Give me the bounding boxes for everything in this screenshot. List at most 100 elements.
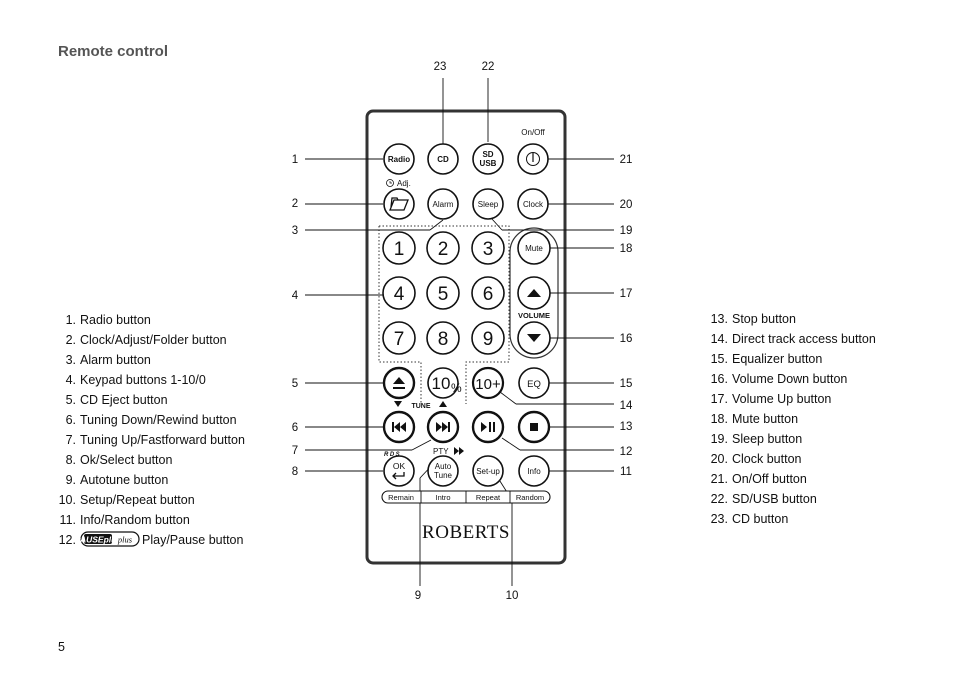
callout-lines	[305, 78, 614, 586]
key-3-button[interactable]: 3	[471, 231, 505, 265]
stop-button[interactable]	[517, 410, 551, 444]
eject-icon	[393, 377, 405, 389]
callout-22: 22	[482, 61, 495, 73]
callout-16: 16	[620, 333, 633, 345]
callout-10: 10	[506, 590, 519, 602]
power-button[interactable]	[517, 143, 549, 175]
ok-select-button[interactable]: OK	[383, 455, 415, 487]
callout-4: 4	[292, 290, 299, 302]
callout-13: 13	[620, 421, 633, 433]
callout-6: 6	[292, 422, 298, 434]
svg-text:2: 2	[438, 239, 449, 260]
svg-text:Auto: Auto	[435, 462, 452, 471]
callout-3: 3	[292, 225, 298, 237]
folder-icon	[389, 197, 409, 211]
stop-icon	[530, 423, 538, 431]
svg-text:SD: SD	[482, 150, 493, 159]
svg-text:Info: Info	[527, 467, 541, 476]
list-item: 3.Alarm button	[65, 353, 151, 367]
svg-text:Sleep: Sleep	[478, 200, 499, 209]
remain-label: Remain	[388, 493, 414, 502]
keypad-outline	[378, 225, 510, 404]
clock-button[interactable]: Clock	[517, 188, 549, 220]
svg-text:%: %	[451, 381, 462, 395]
volume-up-button[interactable]	[517, 276, 551, 310]
fastforward-button[interactable]	[426, 410, 460, 444]
list-item: 16.Volume Down button	[710, 372, 848, 386]
triangle-down-icon	[527, 334, 541, 342]
rds-label: RDS	[384, 452, 401, 458]
svg-text:10+: 10+	[475, 376, 501, 393]
list-item: 9.Autotune button	[65, 473, 169, 487]
key-1-button[interactable]: 1	[382, 231, 416, 265]
clock-adjust-folder-button[interactable]	[383, 188, 415, 220]
callout-21: 21	[620, 154, 633, 166]
direct-track-access-button[interactable]: 10+	[471, 366, 505, 400]
list-item: 18.Mute button	[710, 412, 799, 426]
fast-forward-arrows-icon	[454, 447, 464, 455]
svg-text:7: 7	[394, 329, 405, 350]
tune-down-arrow-icon	[394, 401, 402, 407]
key-8-button[interactable]: 8	[426, 321, 460, 355]
repeat-label: Repeat	[476, 493, 501, 502]
alarm-button[interactable]: Alarm	[427, 188, 459, 220]
random-label: Random	[516, 493, 544, 502]
triangle-up-icon	[527, 289, 541, 297]
callout-17: 17	[620, 288, 633, 300]
pause-plus-logo: PAUSEplusplus	[80, 531, 140, 547]
autotune-button[interactable]: Auto Tune	[427, 455, 459, 487]
mute-button[interactable]: Mute	[517, 231, 551, 265]
svg-text:EQ: EQ	[527, 379, 541, 390]
list-item: 7.Tuning Up/Fastforward button	[65, 433, 245, 447]
svg-text:Tune: Tune	[434, 471, 452, 480]
function-label-bar: Remain Intro Repeat Random	[381, 490, 551, 504]
cd-eject-button[interactable]	[382, 366, 416, 400]
key-2-button[interactable]: 2	[426, 231, 460, 265]
play-pause-icon	[481, 422, 495, 432]
rewind-button[interactable]	[382, 410, 416, 444]
callout-15: 15	[620, 378, 633, 390]
svg-text:6: 6	[483, 284, 494, 305]
equalizer-button[interactable]: EQ	[518, 367, 550, 399]
play-pause-button[interactable]	[471, 410, 505, 444]
page-title: Remote control	[58, 43, 169, 60]
callout-19: 19	[620, 225, 633, 237]
callout-9: 9	[415, 590, 421, 602]
setup-repeat-button[interactable]: Set-up	[472, 455, 504, 487]
sd-usb-button[interactable]: SD USB	[472, 143, 504, 175]
on-off-label: On/Off	[521, 128, 545, 137]
key-10-button[interactable]: 10 %	[427, 367, 462, 399]
callout-2: 2	[292, 198, 298, 210]
page-number: 5	[58, 640, 65, 654]
volume-label: VOLUME	[518, 311, 550, 320]
list-item: 22.SD/USB button	[710, 492, 817, 506]
radio-button[interactable]: Radio	[383, 143, 415, 175]
svg-text:Alarm: Alarm	[433, 200, 454, 209]
list-item: 1.Radio button	[65, 313, 151, 327]
svg-text:1: 1	[394, 239, 405, 260]
sleep-button[interactable]: Sleep	[472, 188, 504, 220]
callout-20: 20	[620, 199, 633, 211]
list-item: 20.Clock button	[710, 452, 802, 466]
key-4-button[interactable]: 4	[382, 276, 416, 310]
callout-8: 8	[292, 466, 298, 478]
key-9-button[interactable]: 9	[471, 321, 505, 355]
list-item: 6.Tuning Down/Rewind button	[65, 413, 237, 427]
key-5-button[interactable]: 5	[426, 276, 460, 310]
info-random-button[interactable]: Info	[518, 455, 550, 487]
key-6-button[interactable]: 6	[471, 276, 505, 310]
svg-text:USB: USB	[480, 159, 497, 168]
clock-adjust-label: Adj.	[386, 179, 411, 188]
cd-button[interactable]: CD	[427, 143, 459, 175]
svg-text:OK: OK	[393, 461, 406, 471]
volume-down-button[interactable]	[517, 321, 551, 355]
list-item: 12.PAUSEplusplusPlay/Pause button	[58, 531, 244, 547]
enter-icon	[392, 472, 405, 480]
svg-text:Radio: Radio	[388, 155, 410, 164]
tune-up-arrow-icon	[439, 401, 447, 407]
key-7-button[interactable]: 7	[382, 321, 416, 355]
svg-text:4: 4	[394, 284, 405, 305]
pty-label: PTY	[433, 447, 449, 456]
svg-text:Adj.: Adj.	[397, 179, 411, 188]
callout-18: 18	[620, 243, 633, 255]
